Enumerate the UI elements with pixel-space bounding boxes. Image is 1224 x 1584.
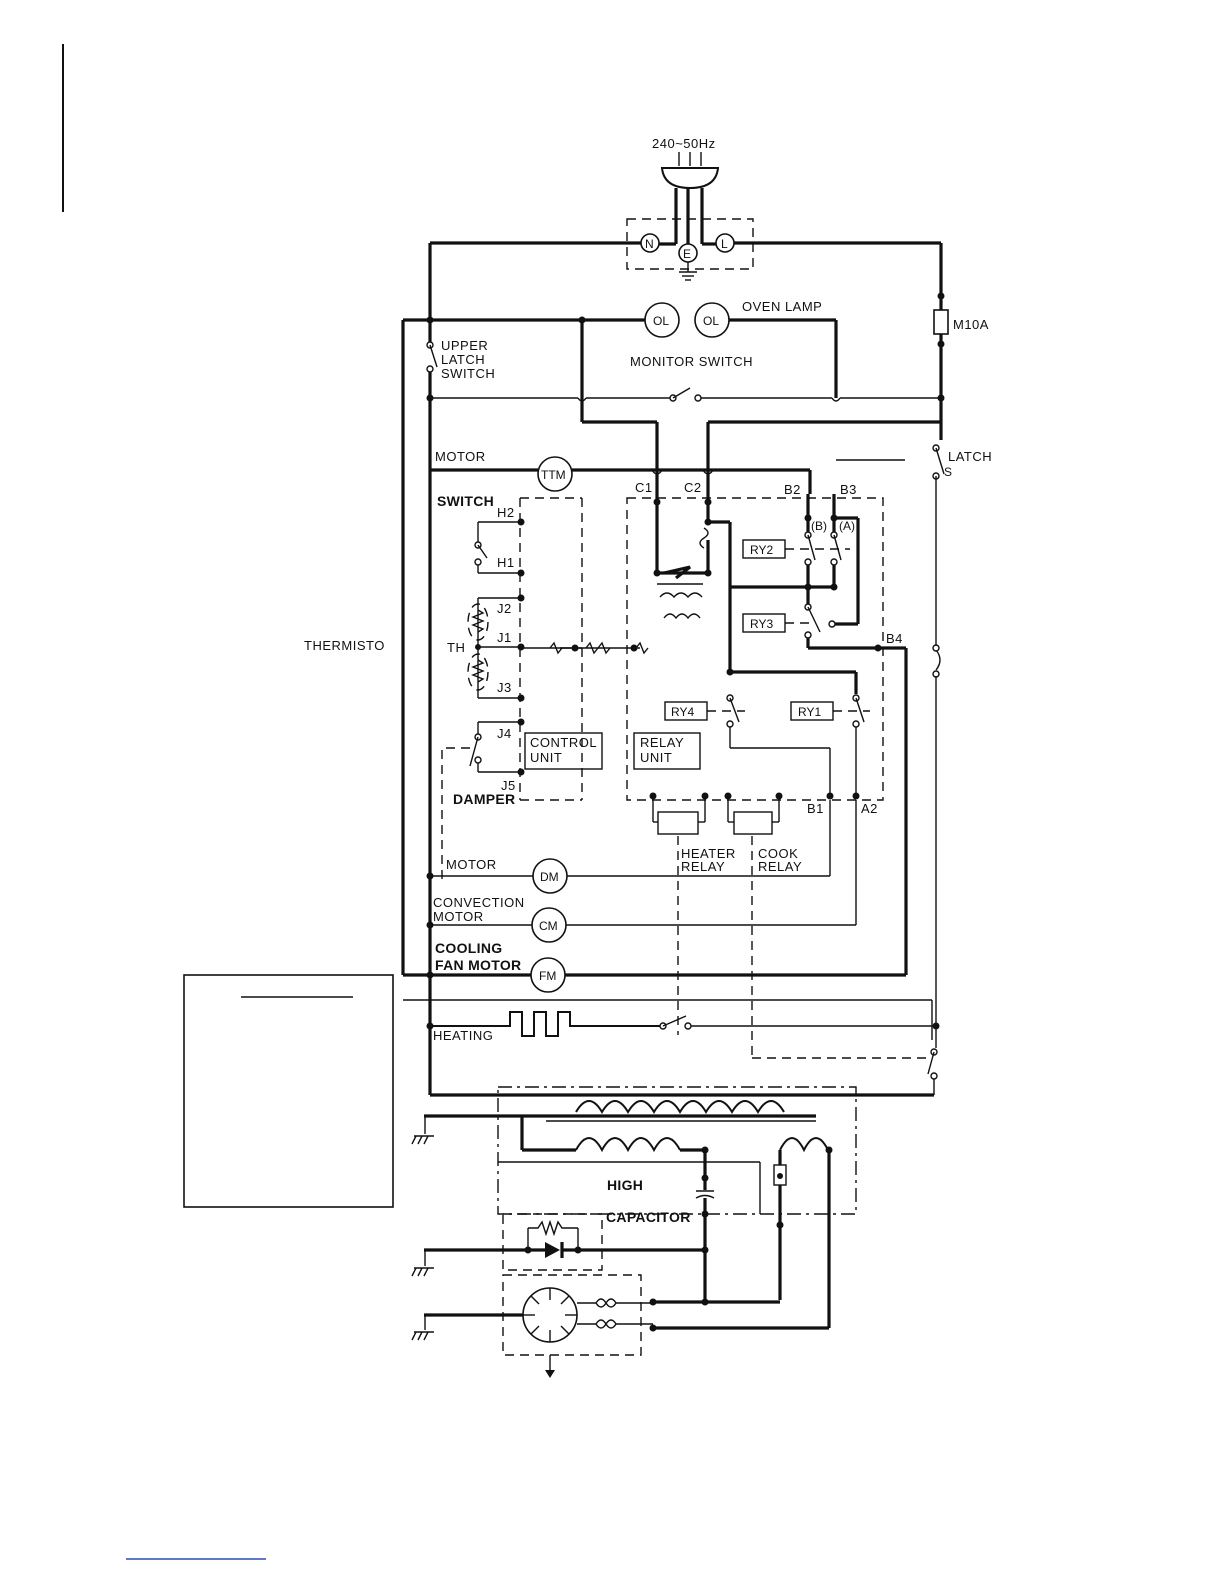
convection-motor-cm: CONVECTION MOTOR CM — [426, 800, 857, 943]
svg-text:RELAY: RELAY — [681, 859, 725, 874]
terminal-e: E — [678, 243, 698, 281]
timer-motor-ttm: MOTOR TTM SWITCH — [430, 449, 812, 509]
svg-text:LATCH: LATCH — [948, 449, 992, 464]
svg-text:FAN MOTOR: FAN MOTOR — [435, 957, 521, 973]
svg-text:LATCH: LATCH — [441, 352, 485, 367]
left-outer-rail — [401, 318, 646, 977]
svg-text:(A): (A) — [839, 519, 855, 533]
terminal-l: L — [715, 233, 735, 253]
relay-ry2: RY2 (B) (A) — [708, 494, 860, 672]
svg-text:FM: FM — [539, 969, 556, 983]
svg-text:COOK: COOK — [758, 846, 798, 861]
pin-b2: B2 — [784, 482, 801, 497]
svg-text:COOLING: COOLING — [435, 940, 502, 956]
monitor-switch: MONITOR SWITCH — [426, 354, 945, 470]
upper-latch-switch: UPPER LATCH SWITCH — [426, 338, 495, 381]
control-unit: CONTROL UNIT — [519, 497, 603, 801]
svg-text:TTM: TTM — [541, 468, 566, 482]
svg-text:A2: A2 — [861, 801, 878, 816]
capacitor-label: CAPACITOR — [606, 1209, 691, 1225]
svg-text:B1: B1 — [807, 801, 824, 816]
svg-text:E: E — [683, 247, 691, 261]
oven-lamp: OL OL OVEN LAMP — [644, 299, 838, 398]
svg-text:UPPER: UPPER — [441, 338, 488, 353]
relay-ry4: RY4 — [664, 668, 858, 796]
relay-coils: B1 A2 HEATER RELAY COOK RELAY — [649, 792, 930, 1059]
hv-capacitor: CAPACITOR — [606, 1146, 715, 1300]
high-voltage-label: HIGH — [607, 1177, 643, 1193]
damper-switch: DAMPER — [441, 722, 515, 880]
cooling-fan-motor-fm: COOLING FAN MOTOR FM — [426, 940, 906, 993]
thermistor: TH THERMISTO — [304, 598, 489, 698]
relay-transformer — [653, 470, 712, 620]
pin-b3: B3 — [840, 482, 857, 497]
svg-text:MOTOR: MOTOR — [446, 857, 497, 872]
svg-text:J2: J2 — [497, 601, 512, 616]
svg-text:TH: TH — [447, 640, 465, 655]
svg-text:CONVECTION: CONVECTION — [433, 895, 525, 910]
oven-lamp-label: OVEN LAMP — [742, 299, 822, 314]
terminal-n: N — [640, 233, 660, 253]
svg-text:(B): (B) — [811, 519, 827, 533]
door-switch-h — [474, 522, 488, 573]
svg-text:RY2: RY2 — [750, 543, 773, 557]
svg-text:B4: B4 — [886, 631, 903, 646]
pin-c2: C2 — [684, 480, 702, 495]
svg-text:OL: OL — [653, 314, 669, 328]
relay-ry1: RY1 — [790, 694, 870, 796]
damper-motor-dm: MOTOR DM — [426, 800, 831, 894]
damper-label: DAMPER — [453, 791, 515, 807]
hv-transformer: HIGH — [411, 1086, 857, 1215]
relay-ry3: RY3 B4 — [742, 603, 908, 975]
svg-text:RY3: RY3 — [750, 617, 773, 631]
heating-element: HEATING — [403, 999, 940, 1043]
svg-text:J1: J1 — [497, 630, 512, 645]
lower-latch-switch — [927, 1040, 938, 1095]
svg-text:H1: H1 — [497, 555, 515, 570]
svg-text:SWITCH: SWITCH — [441, 366, 495, 381]
svg-text:HEATING: HEATING — [433, 1028, 493, 1043]
svg-text:S: S — [944, 465, 952, 479]
svg-text:CM: CM — [539, 919, 558, 933]
switch-label: SWITCH — [437, 493, 494, 509]
pin-c1: C1 — [635, 480, 653, 495]
control-pins: H2 H1 J2 J1 J3 J4 J5 — [478, 505, 525, 793]
hv-fuse — [773, 1150, 787, 1300]
supply-label: 240~50Hz — [652, 136, 716, 151]
svg-text:L: L — [721, 237, 728, 251]
latch-switch: LATCH S — [836, 444, 992, 650]
note-panel — [183, 974, 394, 1208]
svg-text:RY4: RY4 — [671, 705, 694, 719]
thermal-cutout — [932, 644, 941, 1040]
svg-text:MONITOR SWITCH: MONITOR SWITCH — [630, 354, 753, 369]
svg-text:RELAY: RELAY — [758, 859, 802, 874]
thermistor-label: THERMISTO — [304, 638, 385, 653]
svg-text:H2: H2 — [497, 505, 515, 520]
svg-text:UNIT: UNIT — [640, 750, 672, 765]
svg-text:CONTROL: CONTROL — [530, 735, 597, 750]
svg-text:J5: J5 — [501, 778, 516, 793]
svg-text:RY1: RY1 — [798, 705, 821, 719]
svg-text:OL: OL — [703, 314, 719, 328]
svg-text:UNIT: UNIT — [530, 750, 562, 765]
motor-label: MOTOR — [435, 449, 486, 464]
svg-text:RELAY: RELAY — [640, 735, 684, 750]
svg-text:DM: DM — [540, 870, 559, 884]
hv-diode — [411, 1213, 705, 1277]
svg-text:J3: J3 — [497, 680, 512, 695]
svg-text:HEATER: HEATER — [681, 846, 736, 861]
fuse-m10a: M10A — [933, 292, 989, 348]
svg-text:N: N — [645, 237, 654, 251]
svg-text:M10A: M10A — [953, 317, 989, 332]
magnetron — [411, 1146, 833, 1378]
svg-text:MOTOR: MOTOR — [433, 909, 484, 924]
svg-text:J4: J4 — [497, 726, 512, 741]
